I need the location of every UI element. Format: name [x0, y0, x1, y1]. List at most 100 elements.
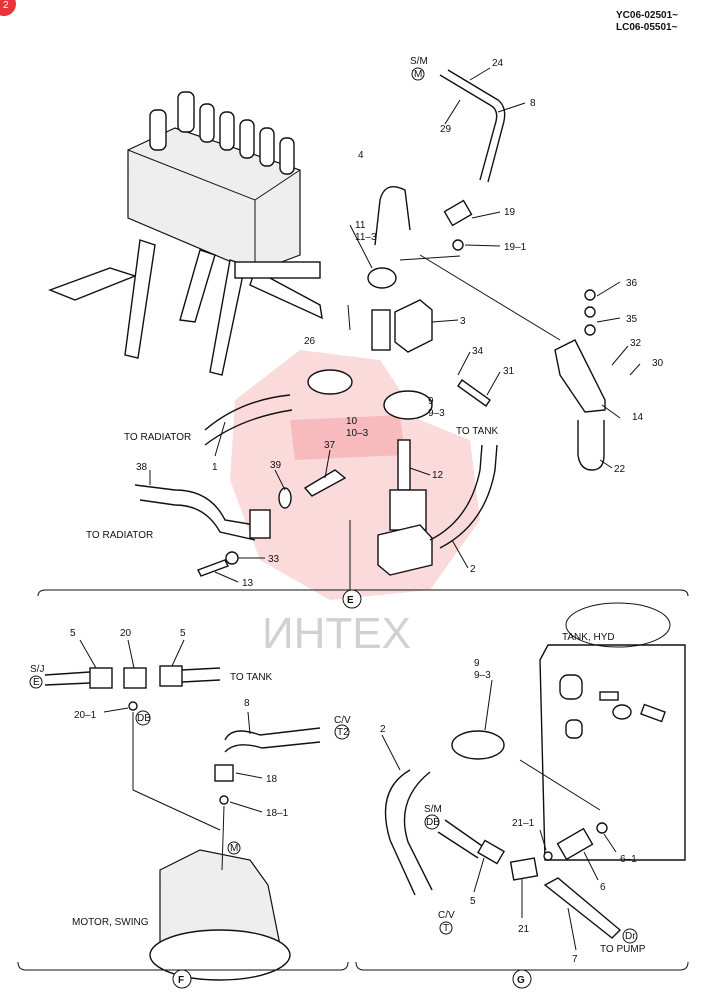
dr-code-circle: [622, 928, 638, 944]
sj-code: E: [33, 677, 40, 688]
leader-lines-f: [79, 639, 263, 871]
sm-code-circle: [411, 67, 425, 81]
part-14: 14: [632, 412, 644, 423]
clamp-10: [307, 369, 353, 395]
part-20-1: 20–1: [74, 710, 97, 721]
fitting-5a: [89, 667, 113, 689]
bolt-13: [197, 559, 229, 577]
part-11: 11: [355, 220, 366, 231]
flange-plate: [249, 509, 271, 539]
to-radiator-1: TO RADIATOR: [124, 432, 191, 443]
clamp-9-g: [451, 730, 505, 760]
oring-20-1: [128, 701, 138, 711]
part-2-g: 2: [380, 724, 386, 735]
fitting-19: [443, 199, 473, 227]
leader-lines-g: [381, 679, 617, 951]
sm-code-circle-g: [424, 814, 440, 830]
cv-code-circle-f: [334, 724, 350, 740]
hose-5b: [181, 667, 221, 683]
block-lower: [377, 524, 433, 576]
oring-21-1: [543, 851, 553, 861]
serial-line-1: YC06-02501~: [616, 10, 678, 21]
fitting-18: [214, 764, 234, 782]
part-8-f: 8: [244, 698, 250, 709]
tank-hyd-label: TANK, HYD: [562, 632, 615, 643]
cv-code-f: T2: [337, 727, 349, 738]
svg-text:2: 2: [3, 0, 9, 11]
part-37: 37: [324, 440, 336, 451]
sj-label: S/J: [30, 664, 44, 675]
part-12: 12: [432, 470, 444, 481]
part-9-g: 9: [474, 658, 480, 669]
view-e-circle: [342, 589, 362, 609]
cv-code-circle-g: [439, 921, 453, 935]
control-valve-assembly: [48, 91, 323, 376]
sm-label: S/M: [410, 56, 428, 67]
part-10-3: 10–3: [346, 428, 369, 439]
part-2: 2: [470, 564, 476, 575]
hose-8-f: [224, 727, 321, 753]
cylinder-block: [389, 489, 427, 531]
serial-line-2: LC06-05501~: [616, 22, 678, 33]
view-e-label: E: [347, 595, 354, 606]
view-g-label: G: [517, 975, 525, 986]
to-pump-label: TO PUMP: [600, 944, 646, 955]
u-bolt-22: [577, 420, 605, 471]
part-3: 3: [460, 316, 466, 327]
part-7: 7: [572, 954, 578, 965]
section-g: TANK, HYD 9 9–3 2 S/M DB 21–1 6–1 5 21 6…: [355, 602, 689, 989]
part-9: 9: [428, 396, 434, 407]
part-18: 18: [266, 774, 278, 785]
adapter-6: [556, 827, 594, 861]
oring-19-1: [452, 239, 464, 251]
part-30: 30: [652, 358, 664, 369]
part-29: 29: [440, 124, 452, 135]
part-10: 10: [346, 416, 358, 427]
cv-label-f: C/V: [334, 715, 351, 726]
part-36: 36: [626, 278, 638, 289]
hose-1: [204, 394, 291, 431]
part-5b: 5: [180, 628, 186, 639]
tank-port: [559, 674, 583, 700]
dr-code: Dr: [625, 931, 636, 942]
sm-code: M: [414, 69, 422, 80]
view-g-circle: [512, 969, 532, 989]
part-35: 35: [626, 314, 638, 325]
oring-18-1: [219, 795, 229, 805]
view-f-label: F: [178, 975, 184, 986]
to-tank-e: TO TANK: [456, 426, 499, 437]
m-code-circle: [227, 841, 241, 855]
clamp-11: [367, 267, 397, 289]
bracket-14: [554, 339, 606, 413]
washer-33: [225, 551, 239, 565]
section-e: S/M M 24 8 29 4 19 19–1 11 11–3 36 35 26…: [37, 56, 689, 609]
section-f: 5 20 5 S/J E TO TANK 20–1 DB 8 C/V T2 18…: [17, 628, 351, 989]
db-code-circle: [135, 710, 151, 726]
clamp-9: [383, 390, 433, 420]
part-6-1: 6–1: [620, 854, 637, 865]
to-radiator-2: TO RADIATOR: [86, 530, 153, 541]
part-21: 21: [518, 924, 530, 935]
m-code: M: [230, 843, 238, 854]
part-39: 39: [270, 460, 282, 471]
part-13: 13: [242, 578, 254, 589]
watermark-text: ИНТЕХ: [262, 609, 411, 658]
pipe-7: [543, 877, 622, 939]
part-9-3-g: 9–3: [474, 670, 491, 681]
oring-6-1: [596, 822, 608, 834]
part-34: 34: [472, 346, 484, 357]
hose-2-g: [384, 769, 416, 896]
part-33: 33: [268, 554, 280, 565]
part-31: 31: [503, 366, 515, 377]
db-code: DB: [137, 713, 151, 724]
hose-8: [439, 74, 498, 181]
hose-5a: [44, 671, 91, 686]
hose-38: [134, 484, 256, 526]
part-19: 19: [504, 207, 516, 218]
hose-5-g: [437, 819, 486, 859]
view-bracket-g: [355, 961, 689, 971]
tank-cap-outline: [565, 602, 671, 648]
hose-4: [374, 186, 411, 246]
sm-code-g: DB: [426, 817, 440, 828]
